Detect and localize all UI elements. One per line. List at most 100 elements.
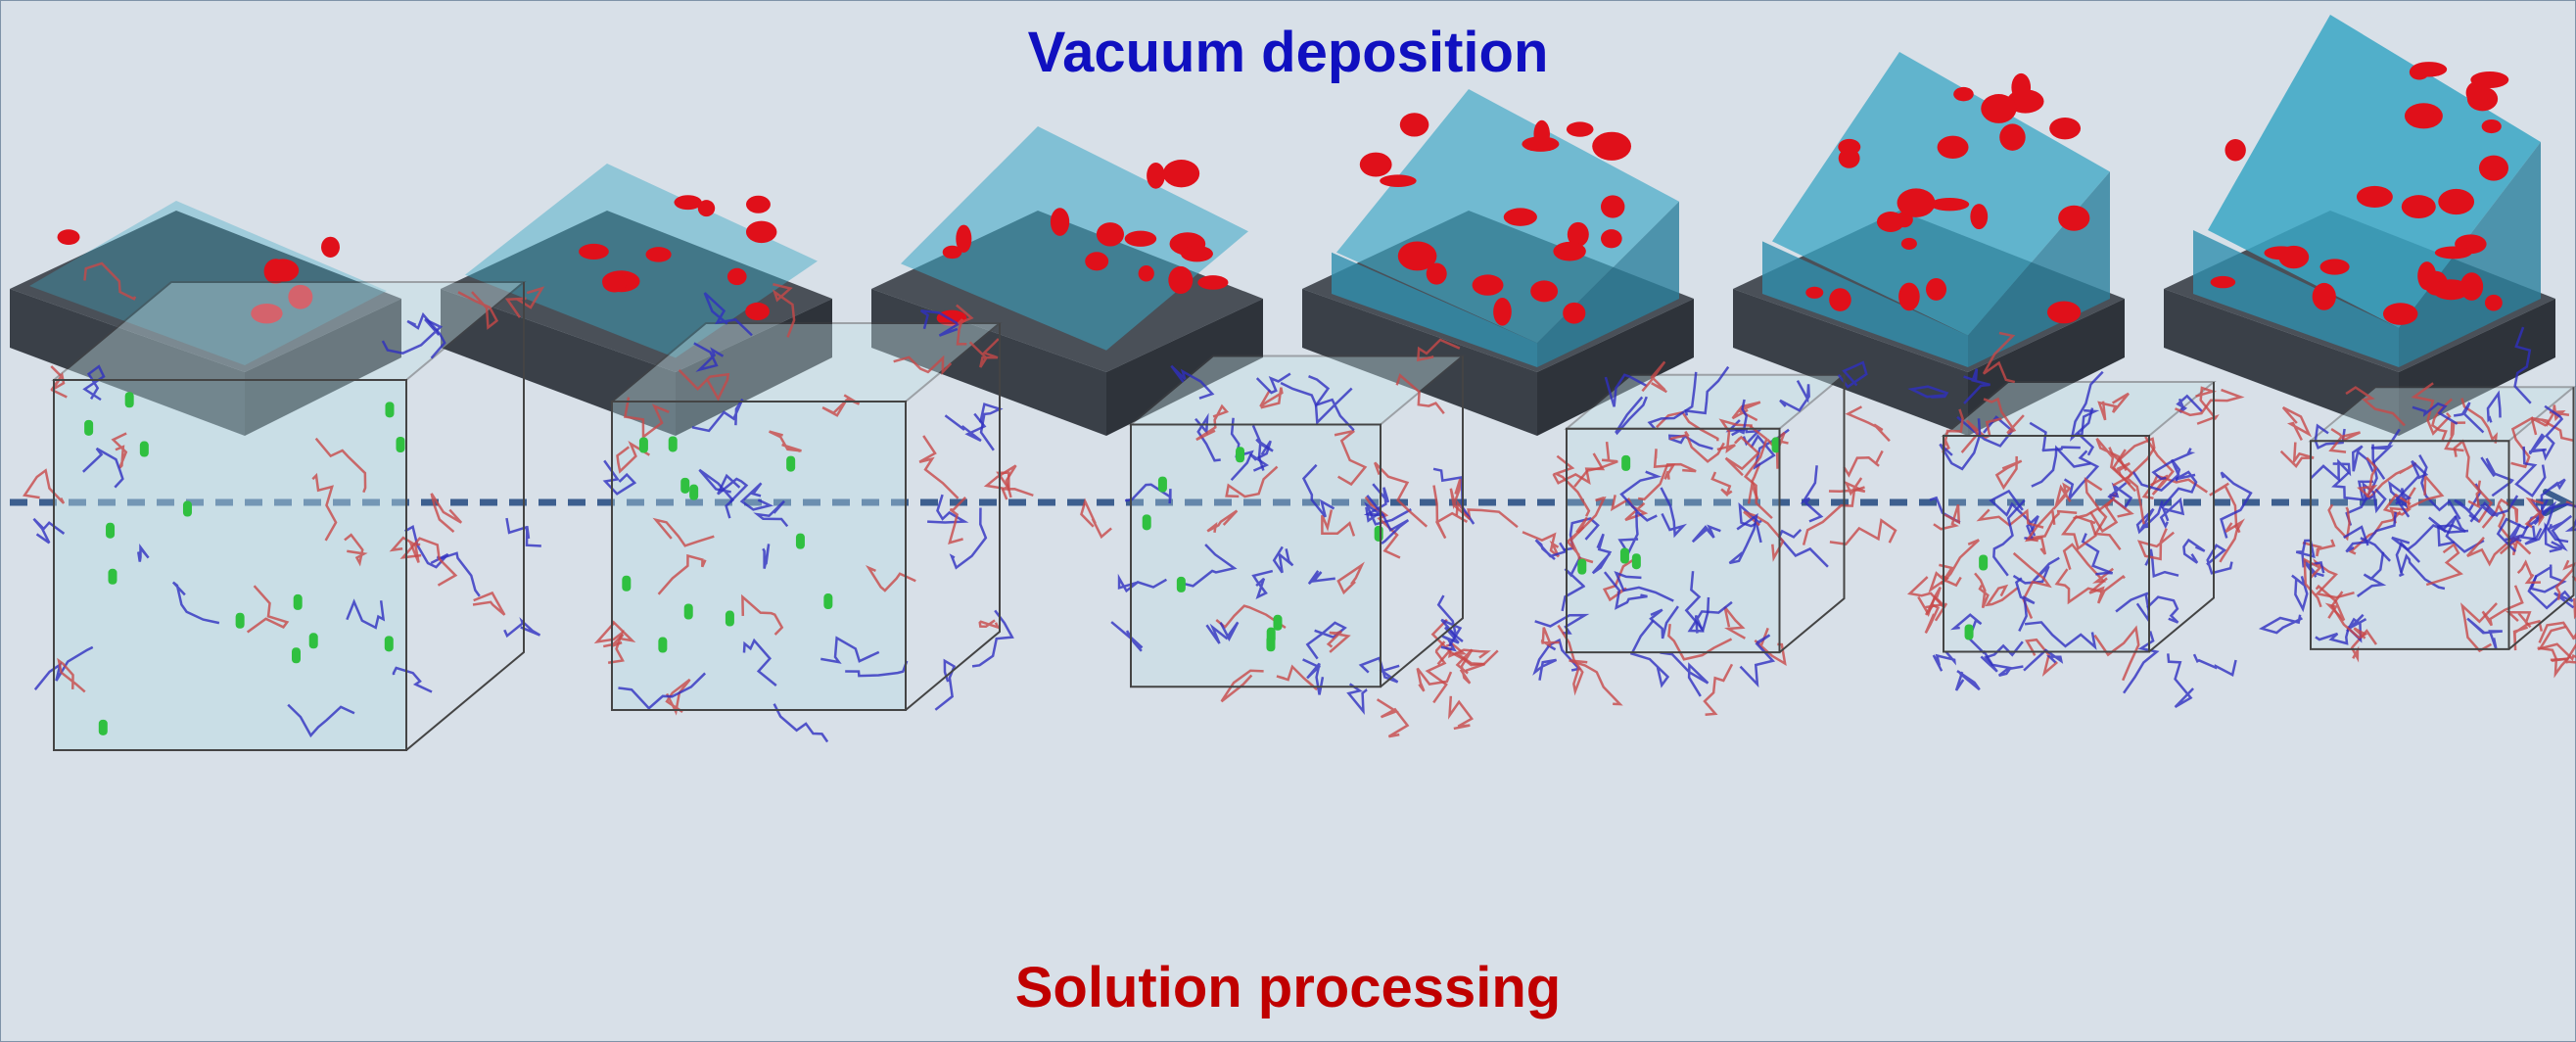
- polymer-chain: [1845, 405, 1891, 443]
- polymer-chain: [2425, 543, 2463, 587]
- polymer-chain: [1974, 572, 1990, 609]
- solvent-molecule: [1964, 624, 1974, 640]
- solvent-molecule: [1236, 447, 1245, 463]
- polymer-chain: [1723, 605, 1746, 639]
- polymer-chain: [657, 553, 707, 595]
- polymer-chain: [2516, 559, 2541, 585]
- solvent-molecule: [291, 647, 301, 664]
- polymer-chain: [1800, 465, 1824, 523]
- dopant-cluster: [2046, 301, 2082, 324]
- polymer-chain: [1220, 669, 1264, 703]
- polymer-chain: [57, 657, 86, 693]
- film-stage-1: [10, 201, 401, 436]
- polymer-chain: [1933, 504, 1961, 531]
- polymer-chain: [1703, 663, 1734, 716]
- polymer-chain: [1455, 648, 1474, 685]
- polymer-chain: [2418, 453, 2461, 520]
- polymer-chain: [1255, 372, 1291, 395]
- polymer-chain: [948, 497, 967, 545]
- polymer-chain: [1739, 634, 1776, 688]
- solvent-molecule: [823, 593, 833, 610]
- polymer-chain: [1743, 510, 1785, 562]
- solvent-molecule: [1631, 553, 1641, 570]
- polymer-chain: [2530, 416, 2574, 442]
- polymer-chain: [2480, 456, 2514, 497]
- polymer-chain: [753, 499, 789, 528]
- polymer-chain: [2430, 398, 2454, 441]
- polymer-chain: [949, 507, 988, 570]
- box-front-edge: [2310, 440, 2510, 650]
- dopant-cluster: [1050, 208, 1070, 236]
- polymer-chain: [1829, 518, 1897, 545]
- dopant-cluster: [321, 236, 340, 258]
- dopant-cluster: [956, 224, 972, 253]
- substrate-top: [441, 211, 832, 372]
- polymer-chain: [2031, 445, 2091, 488]
- polymer-chain: [1534, 539, 1568, 560]
- polymer-chain: [2357, 456, 2378, 498]
- dopant-cluster: [1953, 86, 1974, 102]
- polymer-chain: [1532, 644, 1558, 681]
- polymer-chain: [436, 551, 481, 597]
- dopant-cluster: [1805, 286, 1824, 299]
- dopant-cluster: [1981, 94, 2017, 123]
- polymer-chain: [2192, 653, 2237, 677]
- polymer-chain: [1777, 529, 1829, 568]
- dopant-cluster: [1399, 113, 1429, 137]
- solvent-molecule: [1621, 454, 1631, 471]
- polymer-chain: [978, 619, 1001, 630]
- solvent-molecule: [182, 500, 192, 517]
- dopant-cluster: [2319, 259, 2350, 275]
- polymer-chain: [1629, 619, 1670, 688]
- substrate-right-face: [1537, 299, 1694, 436]
- box-front-edge: [1943, 435, 2150, 653]
- polymer-chain: [2537, 646, 2572, 679]
- polymer-chain: [1566, 526, 1594, 568]
- polymer-chain: [2412, 402, 2459, 425]
- polymer-chain: [2469, 495, 2519, 523]
- polymer-chain: [311, 472, 338, 542]
- polymer-chain: [2538, 621, 2576, 643]
- polymer-chain: [665, 678, 691, 716]
- polymer-chain: [1939, 539, 1980, 586]
- polymer-chain: [1603, 571, 1648, 610]
- polymer-chain: [82, 364, 106, 402]
- dopant-cluster: [1926, 278, 1947, 301]
- polymer-chain: [2220, 471, 2253, 539]
- polymer-chain: [2395, 541, 2421, 578]
- polymer-chain: [2279, 442, 2315, 468]
- dopant-cluster: [1426, 262, 1447, 285]
- box-front-edge: [1130, 423, 1382, 688]
- polymer-chain: [602, 620, 636, 648]
- polymer-chain: [2014, 577, 2036, 633]
- polymer-chain: [1259, 387, 1284, 409]
- polymer-chain: [1615, 396, 1648, 436]
- polymer-chain: [1425, 640, 1448, 704]
- polymer-chain: [2524, 500, 2556, 545]
- dopant-cluster: [746, 195, 771, 213]
- box-side-edge: [1778, 374, 1846, 653]
- dopant-cluster: [2438, 188, 2475, 215]
- film-stage-3: [871, 126, 1263, 436]
- polymer-chain: [1569, 659, 1623, 706]
- polymer-chain: [820, 636, 880, 664]
- polymer-chain: [618, 672, 707, 710]
- polymer-chain: [1195, 403, 1230, 442]
- polymer-chain: [1738, 501, 1762, 544]
- polymer-chain: [2554, 559, 2576, 600]
- polymer-chain: [979, 403, 1004, 451]
- substrate-right-face: [245, 299, 401, 436]
- polymer-chain: [1334, 429, 1368, 487]
- solvent-molecule: [786, 455, 796, 472]
- polymer-chain: [1552, 452, 1606, 485]
- dopant-cluster: [2225, 139, 2246, 162]
- polymer-chain: [773, 703, 829, 743]
- polymer-chain: [2391, 524, 2469, 551]
- polymer-chain: [1641, 360, 1667, 394]
- polymer-chain: [1992, 499, 2026, 577]
- polymer-chain: [1660, 487, 1688, 539]
- polymer-chain: [1336, 561, 1365, 595]
- dopant-cluster: [1197, 275, 1229, 290]
- dopant-cluster: [2210, 275, 2236, 289]
